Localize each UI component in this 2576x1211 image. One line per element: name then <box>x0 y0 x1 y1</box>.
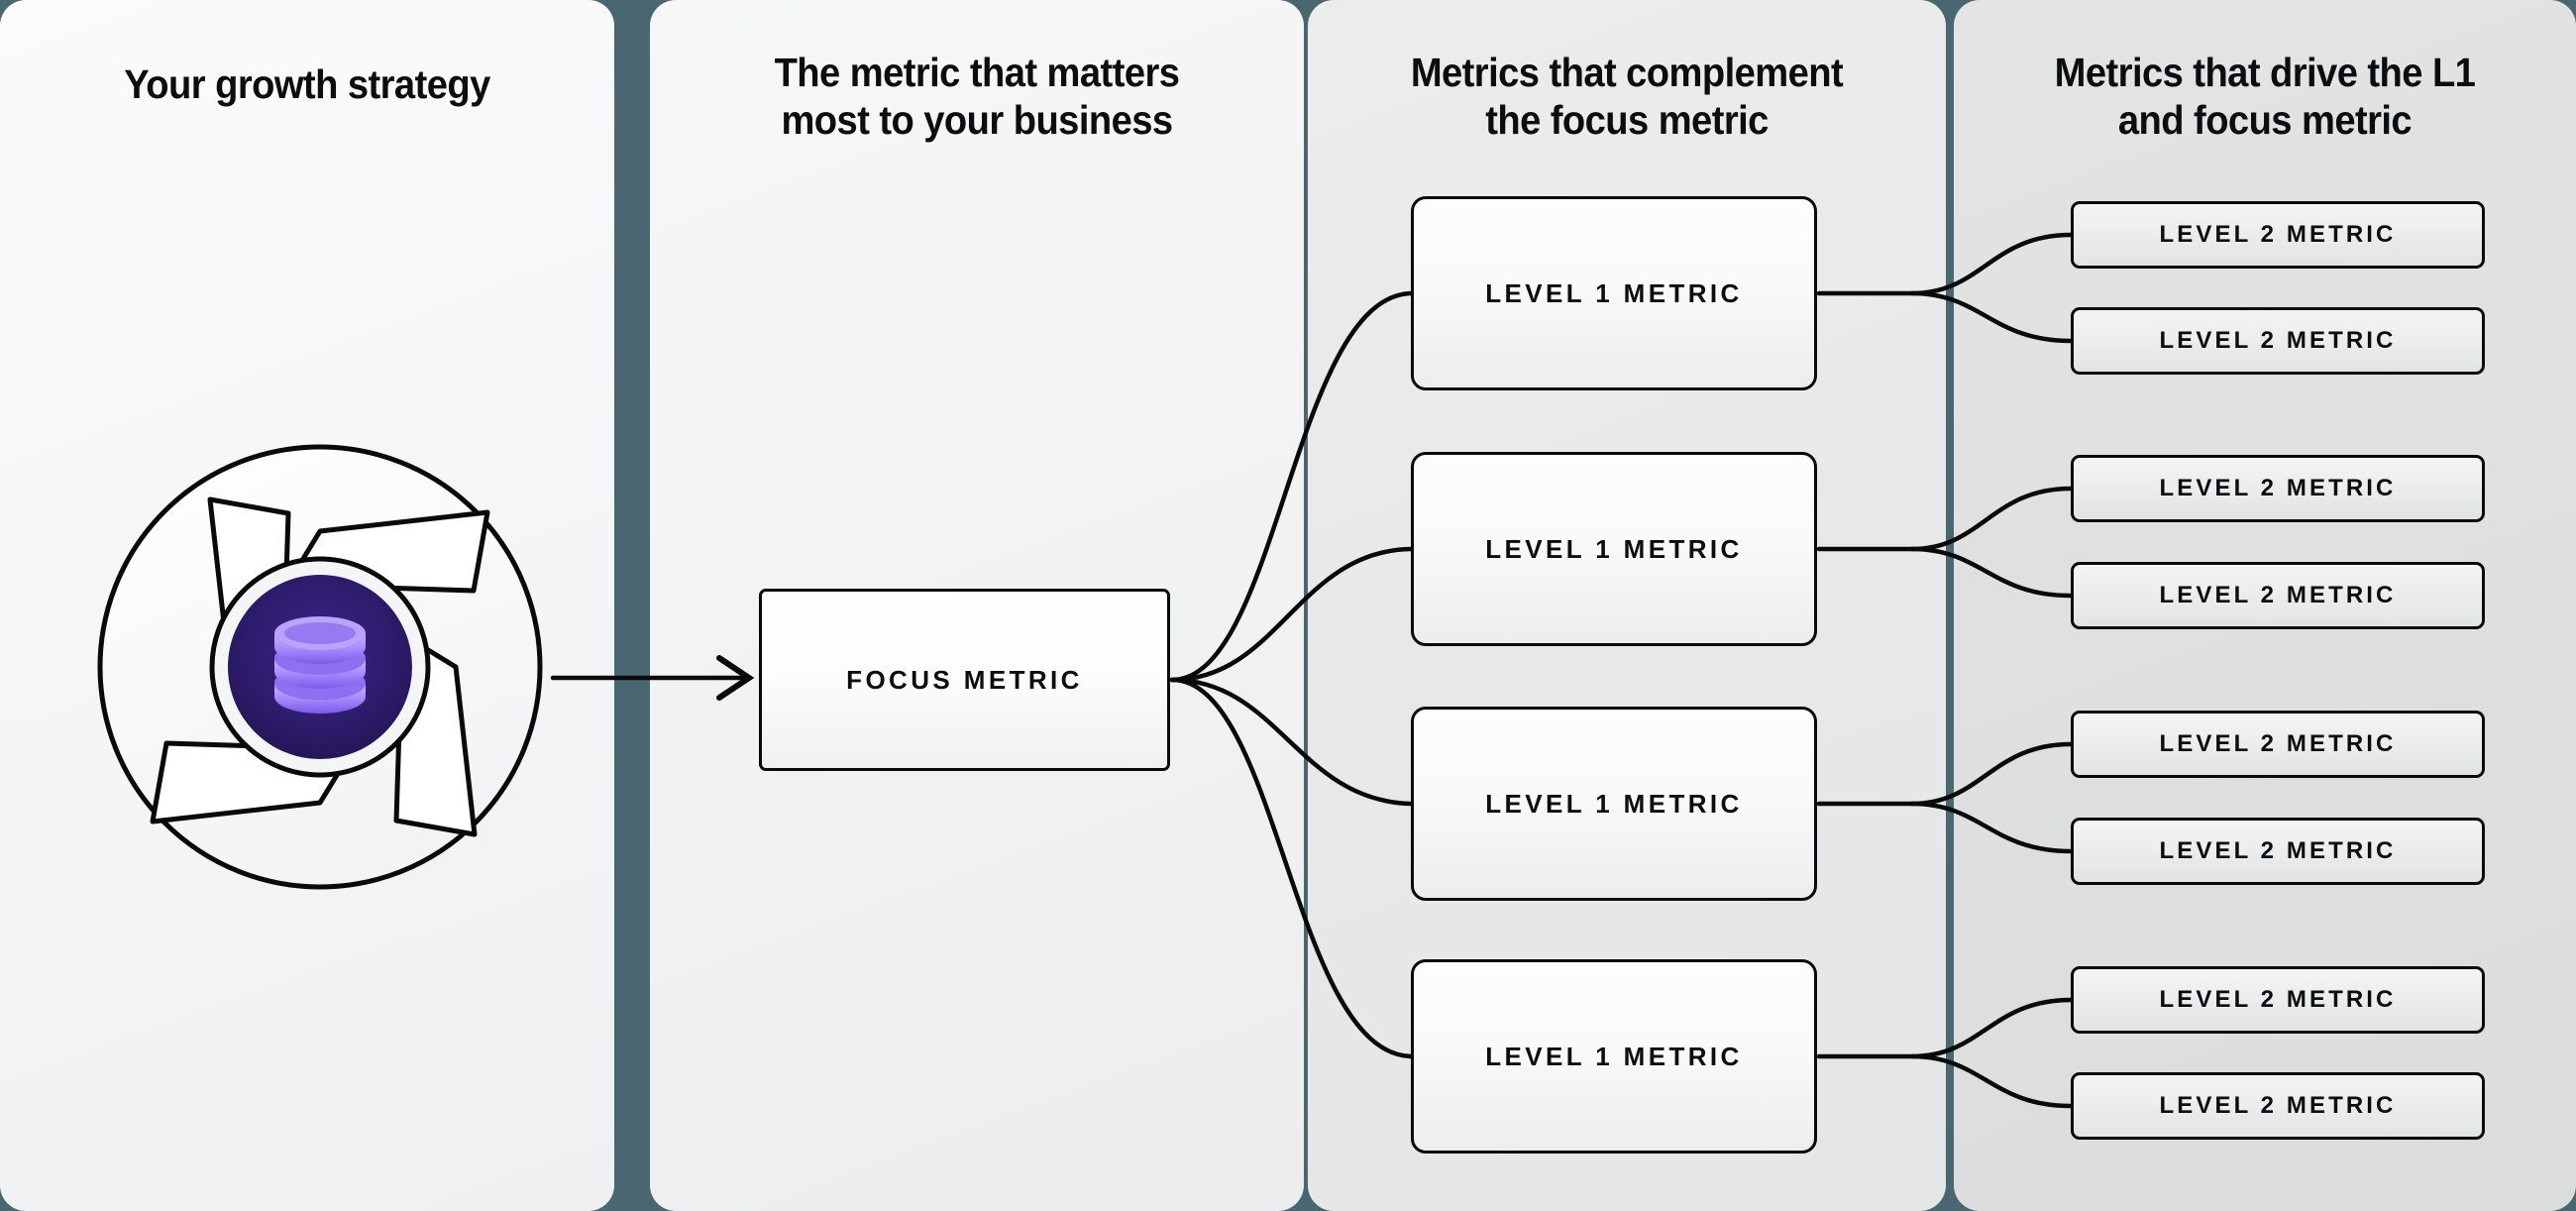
focus-metric-box[interactable]: FOCUS METRIC <box>759 589 1170 771</box>
level-1-metric-label: LEVEL 1 METRIC <box>1485 788 1743 819</box>
level-1-metric-box[interactable]: LEVEL 1 METRIC <box>1411 959 1817 1154</box>
level-2-metric-box[interactable]: LEVEL 2 METRIC <box>2071 818 2485 885</box>
column-header-driver-metrics: Metrics that drive the L1 and focus metr… <box>2054 50 2476 143</box>
level-1-metric-label: LEVEL 1 METRIC <box>1485 533 1743 564</box>
level-2-metric-label: LEVEL 2 METRIC <box>2159 475 2397 501</box>
level-2-metric-label: LEVEL 2 METRIC <box>2159 327 2397 354</box>
level-2-metric-label: LEVEL 2 METRIC <box>2159 582 2397 608</box>
column-header-focus-metric: The metric that matters most to your bus… <box>774 50 1180 143</box>
level-2-metric-box[interactable]: LEVEL 2 METRIC <box>2071 1072 2485 1140</box>
level-1-metric-box[interactable]: LEVEL 1 METRIC <box>1411 707 1817 901</box>
level-2-metric-label: LEVEL 2 METRIC <box>2159 730 2397 757</box>
level-2-metric-label: LEVEL 2 METRIC <box>2159 837 2397 864</box>
column-header-growth-strategy: Your growth strategy <box>124 61 490 107</box>
growth-strategy-logo <box>97 444 543 890</box>
database-icon <box>274 616 366 714</box>
focus-metric-label: FOCUS METRIC <box>846 664 1083 695</box>
level-2-metric-label: LEVEL 2 METRIC <box>2159 221 2397 248</box>
level-2-metric-box[interactable]: LEVEL 2 METRIC <box>2071 201 2485 269</box>
level-1-metric-box[interactable]: LEVEL 1 METRIC <box>1411 452 1817 646</box>
level-1-metric-label: LEVEL 1 METRIC <box>1485 1041 1743 1071</box>
level-2-metric-box[interactable]: LEVEL 2 METRIC <box>2071 966 2485 1034</box>
level-2-metric-box[interactable]: LEVEL 2 METRIC <box>2071 562 2485 629</box>
column-header-complement-metrics: Metrics that complement the focus metric <box>1410 50 1844 143</box>
level-2-metric-label: LEVEL 2 METRIC <box>2159 986 2397 1013</box>
level-2-metric-box[interactable]: LEVEL 2 METRIC <box>2071 307 2485 375</box>
level-2-metric-box[interactable]: LEVEL 2 METRIC <box>2071 455 2485 522</box>
level-2-metric-label: LEVEL 2 METRIC <box>2159 1092 2397 1119</box>
level-1-metric-box[interactable]: LEVEL 1 METRIC <box>1411 196 1817 390</box>
level-2-metric-box[interactable]: LEVEL 2 METRIC <box>2071 711 2485 778</box>
level-1-metric-label: LEVEL 1 METRIC <box>1485 277 1743 308</box>
